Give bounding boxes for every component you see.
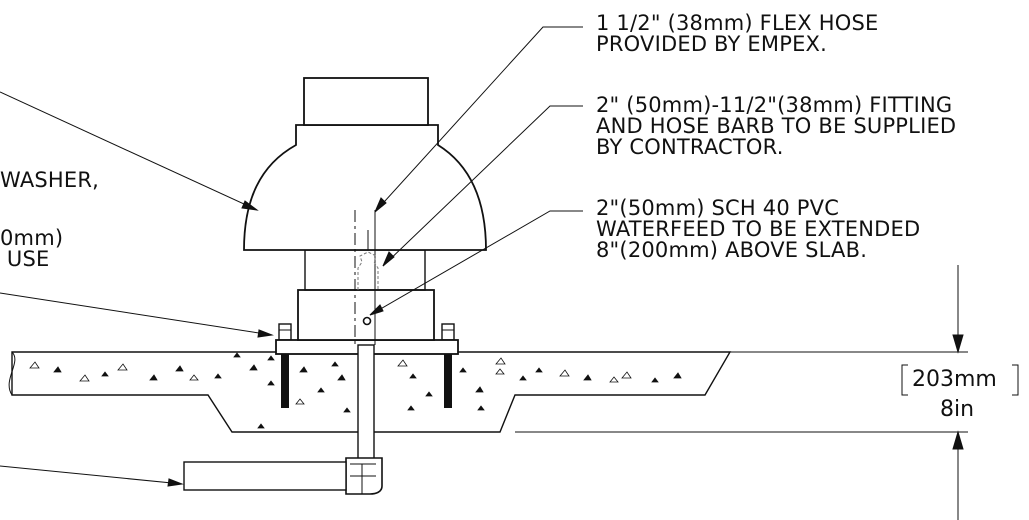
flex-hose-line-2: PROVIDED BY EMPEX. <box>596 32 828 56</box>
anchor-bolts <box>278 323 455 408</box>
fitting-line-3: BY CONTRACTOR. <box>596 135 784 159</box>
center-flex-hose <box>354 210 376 345</box>
aggregate-marks <box>29 352 682 429</box>
dimension-metric: 203mm <box>912 367 997 392</box>
left-partial-line-3: USE <box>0 247 50 271</box>
left-partial-callout-1: WASHER, <box>0 170 99 191</box>
dimension-imperial: 8in <box>940 397 975 422</box>
leader-lines <box>0 26 583 487</box>
slab-break-marks <box>8 351 16 396</box>
flex-hose-line-1: 1 1/2" (38mm) FLEX HOSE <box>596 11 879 35</box>
fitting-callout: 2" (50mm)-11/2"(38mm) FITTING AND HOSE B… <box>596 95 956 158</box>
body-neck <box>304 249 426 291</box>
dimension-8in <box>515 265 1019 520</box>
fitting-line-2: AND HOSE BARB TO BE SUPPLIED <box>596 114 957 138</box>
left-partial-callout-2: 0mm) USE <box>0 228 63 270</box>
bell-dome <box>243 124 487 251</box>
waterfeed-callout: 2"(50mm) SCH 40 PVC WATERFEED TO BE EXTE… <box>596 198 920 261</box>
base-housing <box>297 289 435 341</box>
flex-hose-callout: 1 1/2" (38mm) FLEX HOSE PROVIDED BY EMPE… <box>596 13 879 55</box>
waterfeed-line-2: WATERFEED TO BE EXTENDED <box>596 217 921 241</box>
left-partial-line-2: 0mm) <box>0 226 64 250</box>
waterfeed-line-1: 2"(50mm) SCH 40 PVC <box>596 196 840 220</box>
left-partial-line-1: WASHER, <box>0 168 100 192</box>
concrete-slab <box>11 351 732 433</box>
fitting-line-1: 2" (50mm)-11/2"(38mm) FITTING <box>596 93 953 117</box>
waterfeed-pipe <box>183 316 383 495</box>
top-stack <box>303 77 429 126</box>
waterfeed-line-3: 8"(200mm) ABOVE SLAB. <box>596 238 868 262</box>
